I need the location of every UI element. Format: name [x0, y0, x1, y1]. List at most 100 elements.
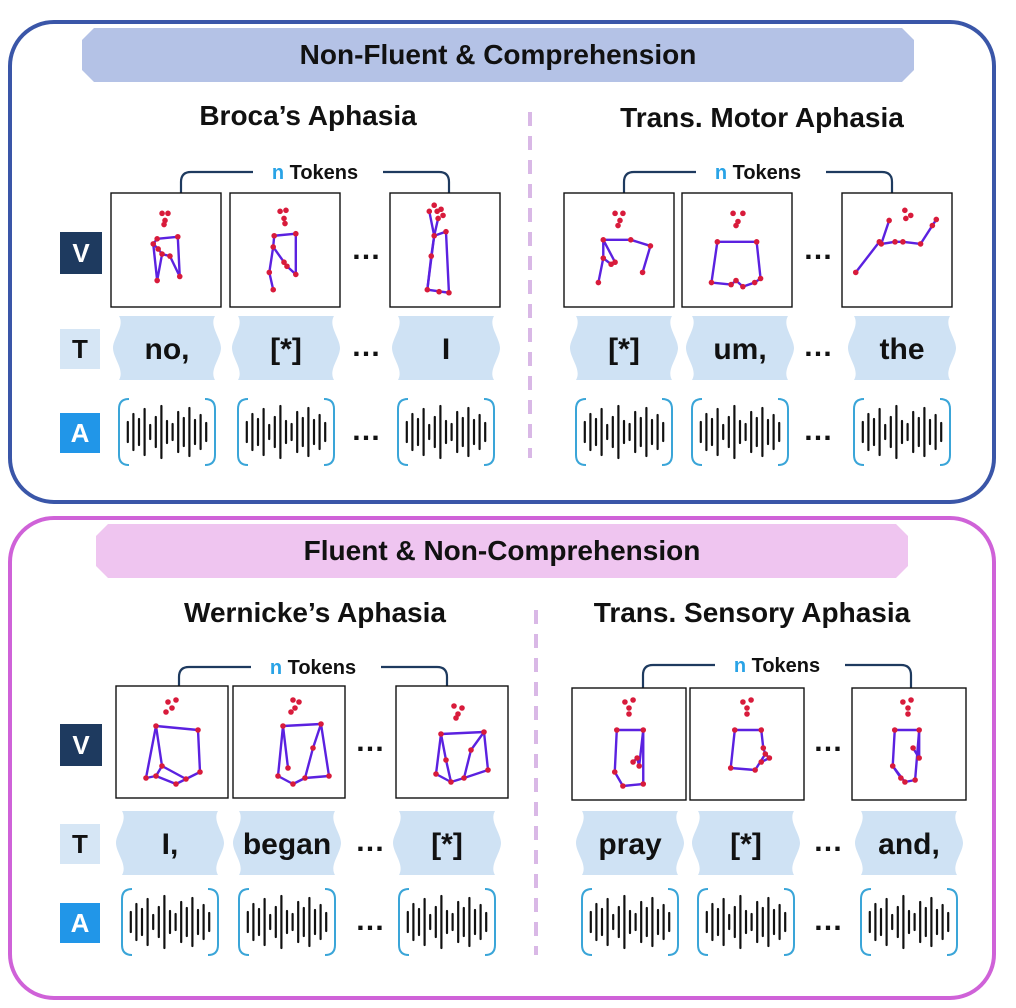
skeleton-joint [281, 215, 287, 222]
token-text: [*] [730, 828, 762, 861]
audio-bracket-left [397, 398, 409, 466]
audio-bracket-left [121, 888, 133, 956]
skeleton-joint [916, 727, 922, 733]
audio-bracket-right [323, 398, 335, 466]
skeleton-joint [270, 286, 277, 293]
skeleton-joint [468, 747, 474, 753]
ellipsis: … [803, 330, 833, 363]
skeleton-joint [728, 281, 734, 288]
bracket-label: n Tokens [270, 657, 356, 679]
token-bubble [570, 316, 678, 380]
audio-bracket-right [661, 398, 673, 466]
skeleton-joint [424, 286, 431, 293]
skeleton-joint [275, 773, 281, 779]
ellipsis: … [803, 414, 833, 447]
pose-frame [110, 192, 222, 308]
skeleton-joint [889, 763, 896, 769]
skeleton-bone [154, 774, 178, 786]
token-text: and, [878, 828, 940, 861]
skeleton-joint [600, 255, 607, 261]
skeleton-joint [433, 771, 439, 777]
skeleton-joint [154, 277, 160, 284]
group-header-title: Fluent & Non-Comprehension [304, 535, 701, 566]
skeleton-joint [933, 216, 940, 223]
bracket-n: n [270, 657, 288, 679]
row-label-visual-bg [60, 232, 102, 274]
skeleton-bone [168, 254, 181, 278]
skeleton-joint [615, 222, 621, 229]
row-label-audio: A [71, 908, 90, 938]
skeleton-joint [730, 210, 736, 217]
skeleton-joint [453, 715, 459, 721]
ellipsis: … [355, 904, 385, 937]
skeleton-joint [929, 222, 936, 229]
skeleton-joint [281, 259, 287, 266]
token-text: the [880, 333, 925, 366]
skeleton-joint [731, 727, 738, 733]
skeleton-joint [153, 723, 159, 729]
skeleton-bone [303, 774, 331, 780]
audio-waveform [581, 888, 679, 956]
skeleton-bone [276, 724, 285, 778]
token-bubble [233, 811, 341, 875]
skeleton-joint [310, 745, 316, 751]
skeleton-bone [637, 728, 645, 768]
skeleton-joint [766, 755, 773, 761]
audio-bracket-right [777, 398, 789, 466]
skeleton-joint [448, 779, 454, 785]
skeleton-joint [620, 783, 626, 789]
ellipsis: … [351, 233, 381, 266]
skeleton-bone [710, 281, 733, 286]
token-bubble [393, 811, 501, 875]
group-header-title: Non-Fluent & Comprehension [300, 39, 697, 70]
audio-bracket-left [575, 398, 587, 466]
audio-bracket-left [238, 888, 250, 956]
token-text: um, [713, 333, 766, 366]
skeleton-bone [641, 244, 652, 274]
audio-waveform [397, 398, 495, 466]
token-bracket-left [177, 665, 251, 688]
ellipsis: … [351, 330, 381, 363]
skeleton-joint [155, 246, 161, 252]
skeleton-joint [640, 727, 647, 733]
skeleton-bone [482, 730, 490, 772]
skeleton-joint [159, 251, 165, 257]
skeleton-joint [293, 271, 299, 278]
skeleton-joint [758, 759, 765, 765]
skeleton-joint [910, 745, 916, 751]
skeleton-joint [436, 288, 442, 295]
skeleton-joint [438, 731, 444, 737]
skeleton-joint [630, 697, 636, 703]
skeleton-bone [439, 732, 448, 762]
bracket-label: n Tokens [734, 655, 820, 677]
skeleton-bone [597, 256, 605, 284]
skeleton-joint [852, 269, 859, 276]
skeleton-bone [268, 271, 275, 291]
audio-bracket-left [691, 398, 703, 466]
token-text: pray [598, 828, 662, 861]
skeleton-joint [626, 705, 632, 711]
skeleton-bone [729, 766, 757, 772]
skeleton-joint [183, 776, 189, 782]
pose-frame [851, 687, 967, 801]
skeleton-joint [440, 212, 446, 219]
skeleton-bone [176, 235, 181, 278]
skeleton-joint [903, 215, 909, 222]
skeleton-joint [622, 699, 628, 705]
audio-bracket-left [860, 888, 872, 956]
bracket-n: n [734, 655, 752, 677]
ellipsis: … [813, 904, 843, 937]
token-text: no, [145, 333, 190, 366]
token-bubble [692, 811, 800, 875]
skeleton-joint [426, 208, 433, 215]
audio-waveform [238, 888, 336, 956]
skeleton-joint [435, 215, 441, 222]
audio-bracket-left [581, 888, 593, 956]
audio-bracket-left [237, 398, 249, 466]
skeleton-joint [197, 769, 203, 775]
audio-bracket-left [118, 398, 130, 466]
row-label-visual: V [72, 730, 90, 760]
skeleton-joint [744, 705, 750, 711]
